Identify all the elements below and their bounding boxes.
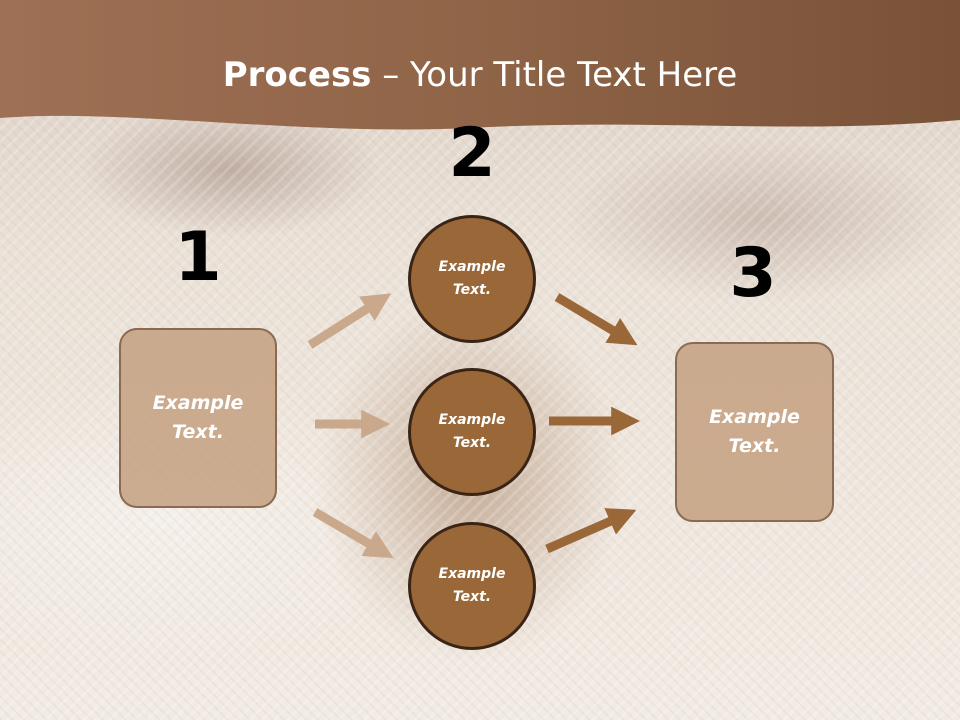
arrow-left-to-top	[307, 293, 392, 349]
step-2-circle-bottom[interactable]: Example Text.	[408, 522, 536, 650]
circle-middle-text: Example Text.	[438, 412, 506, 451]
step-2-circle-top[interactable]: Example Text.	[408, 215, 536, 343]
step-1-box[interactable]: Example Text.	[119, 328, 277, 508]
title-band	[0, 0, 960, 130]
step-number-2: 2	[448, 114, 496, 193]
step-3-text: Example Text.	[709, 406, 800, 457]
arrow-left-to-bottom	[312, 508, 394, 559]
step-1-text: Example Text.	[152, 392, 244, 443]
circle-bottom-text: Example Text.	[438, 566, 506, 605]
step-2-circle-middle[interactable]: Example Text.	[408, 368, 536, 496]
title-rest: – Your Title Text Here	[371, 55, 738, 95]
arrow-top-to-right	[554, 293, 638, 346]
circle-top-text: Example Text.	[438, 259, 506, 298]
arrow-bottom-to-right	[545, 508, 637, 554]
step-number-1: 1	[174, 218, 222, 297]
slide-title: Process – Your Title Text Here	[0, 55, 960, 95]
step-number-3: 3	[729, 234, 777, 313]
step-3-box[interactable]: Example Text.	[675, 342, 834, 522]
title-bold: Process	[222, 55, 372, 95]
